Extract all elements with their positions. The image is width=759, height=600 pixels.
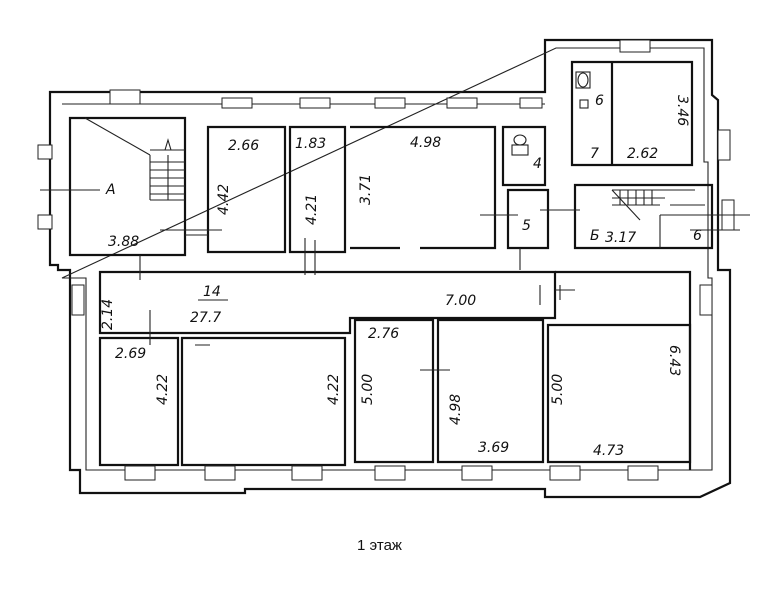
dimension-lines	[40, 189, 750, 371]
label-r1-width: 2.66	[228, 138, 259, 154]
room-4-walls	[501, 125, 547, 187]
bottom-room-3-walls	[353, 318, 435, 464]
corridor-walls	[98, 270, 557, 335]
label-s5-width: 4.73	[593, 443, 624, 459]
label-s1-height: 4.22	[155, 374, 171, 405]
label-stair-b: Б	[590, 228, 600, 244]
label-ne-height: 3.46	[674, 95, 690, 126]
bottom-room-5-walls	[546, 323, 692, 464]
label-r2-width: 1.83	[295, 136, 326, 152]
label-r7-width: 2.62	[627, 146, 658, 162]
label-r1-height: 4.42	[216, 184, 232, 215]
label-s2-height: 4.22	[326, 374, 342, 405]
label-s4-height: 4.98	[448, 394, 464, 425]
label-s1-width: 2.69	[115, 346, 146, 362]
windows-side	[37, 129, 735, 316]
label-r3-height: 3.71	[358, 174, 374, 205]
label-r6-right: 6	[693, 228, 702, 244]
room-a-walls	[68, 116, 187, 257]
label-s3-height: 5.00	[360, 374, 376, 405]
label-r5: 5	[522, 218, 531, 234]
windows-bottom	[124, 465, 659, 481]
bottom-room-1-walls	[98, 336, 180, 467]
label-s5-height: 5.00	[550, 374, 566, 405]
label-corridor-area: 27.7	[190, 310, 221, 326]
label-a-width: 3.88	[108, 234, 139, 250]
label-corridor-height: 2.14	[100, 299, 116, 330]
fixture-icons	[511, 71, 591, 156]
labels: А 3.88 2.66 4.42 1.83 4.21 4.98 3.71 4 5…	[100, 93, 702, 459]
room-5-walls	[506, 188, 550, 250]
room-3-walls	[350, 125, 497, 250]
room-1-walls	[206, 125, 287, 254]
bottom-room-2-walls	[180, 336, 347, 467]
label-corridor-right: 7.00	[445, 293, 476, 309]
windows-top	[109, 39, 651, 109]
room-ne-walls	[570, 60, 694, 167]
label-s3-width: 2.76	[368, 326, 399, 342]
outer-wall	[48, 38, 732, 499]
room-2-walls	[288, 125, 347, 254]
inner-wall	[61, 47, 713, 471]
label-r2-height: 4.21	[304, 194, 320, 225]
label-room-a: А	[105, 182, 116, 198]
label-corridor-number: 14	[203, 284, 221, 300]
label-s4-width: 3.69	[478, 440, 509, 456]
bottom-room-4-walls	[436, 318, 545, 464]
room-a-stair	[84, 117, 185, 201]
label-r4: 4	[533, 156, 542, 172]
room-b-walls	[573, 183, 714, 250]
label-r3-width: 4.98	[410, 135, 441, 151]
label-b-width: 3.17	[605, 230, 636, 246]
label-s5-right: 6.43	[666, 345, 682, 376]
label-r7: 7	[590, 146, 599, 162]
room-b-stair	[611, 189, 695, 248]
floor-caption: 1 этаж	[357, 537, 402, 554]
label-r6-top: 6	[595, 93, 604, 109]
